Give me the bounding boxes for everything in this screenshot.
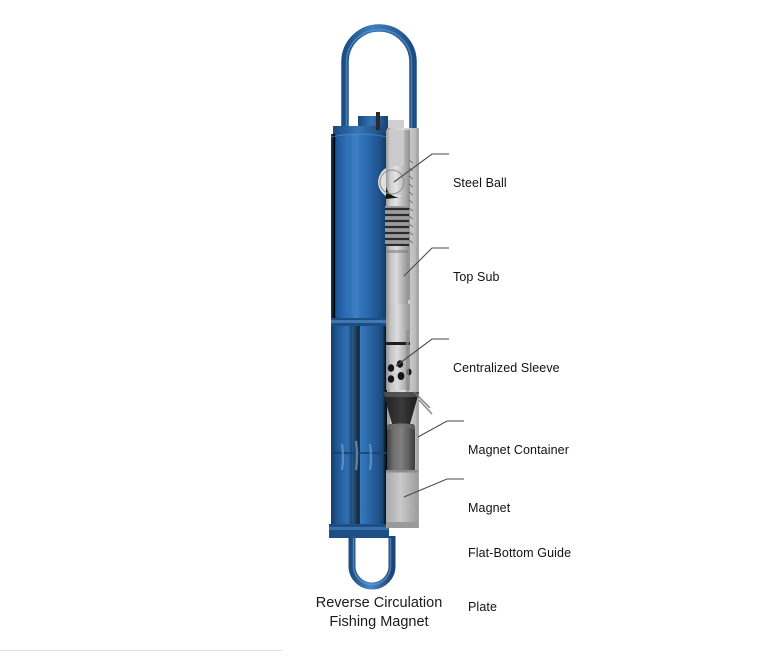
steel-ball-seat	[378, 168, 405, 199]
top-sub-assembly	[378, 130, 414, 304]
flat-bottom-guide-plate	[386, 470, 418, 528]
outer-barrel-upper	[330, 133, 388, 324]
junk-slots	[340, 440, 373, 471]
bottom-bail-handle	[348, 536, 396, 590]
callout-steel-ball-line-0: Steel Ball	[453, 176, 507, 190]
top-slot	[376, 112, 380, 130]
leader-steel-ball	[393, 153, 449, 183]
top-bail-handle	[341, 24, 417, 140]
leader-magnet-container	[417, 420, 464, 438]
callout-centralized-sleeve-line-0: Centralized Sleeve	[453, 361, 560, 375]
callout-steel-ball: Steel Ball	[453, 146, 507, 221]
callout-magnet-container: Magnet Container	[468, 413, 569, 488]
leader-lines	[393, 153, 464, 498]
magnet-container	[383, 391, 433, 472]
magnet-housing	[387, 424, 415, 472]
magnet-flat-bottom-guide-plate	[386, 470, 419, 528]
callout-magnet-group: Magnet Flat-Bottom Guide Plate	[468, 471, 571, 645]
leader-centralized-sleeve	[395, 338, 449, 367]
container-funnel	[383, 392, 419, 424]
barrel-joint-band	[331, 318, 387, 328]
callout-top-sub-line-0: Top Sub	[453, 270, 500, 284]
thread-section	[385, 206, 409, 247]
leader-top-sub	[403, 247, 449, 277]
callout-flat-bottom-guide-line: Flat-Bottom Guide	[468, 546, 572, 560]
callout-magnet-line: Magnet	[468, 501, 511, 515]
centralized-sleeve	[386, 304, 412, 392]
figure-caption: Reverse Circulation Fishing Magnet	[0, 594, 758, 631]
figure-caption-line-0: Reverse Circulation	[315, 595, 443, 611]
figure-caption-line-1: Fishing Magnet	[329, 613, 429, 630]
bottom-divider	[0, 650, 282, 651]
callout-centralized-sleeve: Centralized Sleeve	[453, 331, 560, 406]
outer-barrel-lower	[329, 326, 389, 538]
callout-plate-line: Plate	[468, 600, 497, 614]
leader-magnet-group	[403, 478, 464, 498]
callout-magnet-container-line-0: Magnet Container	[468, 443, 569, 457]
callout-top-sub: Top Sub	[453, 240, 500, 315]
